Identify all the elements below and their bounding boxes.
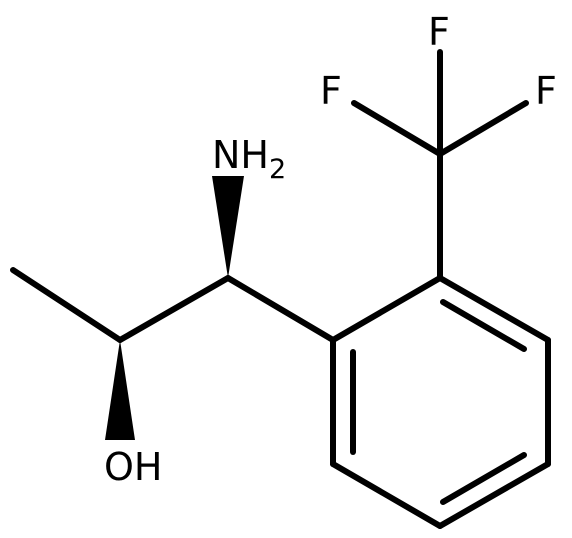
bond-c-f-right [437,100,529,157]
ring-double-bond-inner-a [440,299,527,352]
ring-double-bond-inner-b [440,452,527,505]
bond-methyl-c2 [10,267,123,343]
ring-bond-4-5 [437,461,551,529]
bond-c2-c1 [117,275,231,343]
bond-c1-ring [225,275,336,343]
atom-label-fluorine-left: F [320,69,342,113]
wedge-bond-c2-hydroxyl [105,340,135,440]
ring-bond-5-6 [330,461,443,529]
ring-bond-2-3 [437,275,551,343]
atom-label-fluorine-right: F [535,69,557,113]
amine-subscript: 2 [269,154,286,185]
bond-c-f-left [351,100,443,157]
atom-label-amine: NH2 [212,133,286,185]
wedge-bond-c1-amine [212,176,244,278]
atom-label-hydroxyl: OH [104,445,162,489]
atom-label-fluorine-top: F [428,10,450,54]
amine-symbol: NH [212,133,269,177]
ring-bond-1-2 [330,275,443,343]
